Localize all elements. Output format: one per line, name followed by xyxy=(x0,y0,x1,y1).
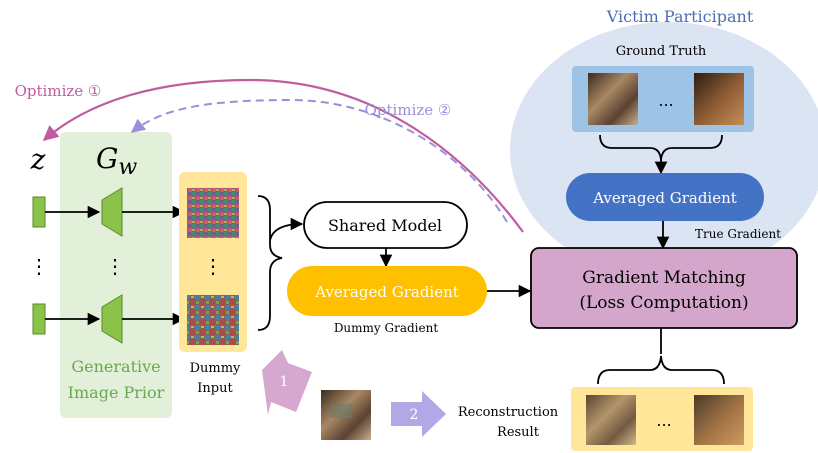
optimize-2-curve xyxy=(130,98,508,223)
ground-truth-image-first xyxy=(588,73,638,125)
ground-truth-ellipsis: ... xyxy=(658,91,673,110)
intermediate-image-detail xyxy=(330,404,352,418)
generative-image-prior-line1: Generative xyxy=(71,357,160,376)
step-1-arrow xyxy=(262,350,312,415)
optimize-1-curve xyxy=(42,78,524,233)
reconstruction-label-line1: Reconstruction xyxy=(458,405,559,420)
dummy-dots: ⋮ xyxy=(203,254,223,278)
victim-participant-title: Victim Participant xyxy=(606,7,754,26)
ground-truth-image-last xyxy=(694,73,744,125)
step-2-label: 2 xyxy=(410,407,419,423)
step-1-label: 1 xyxy=(280,374,289,390)
reconstruction-label-line2: Result xyxy=(497,425,540,440)
generator-dots: ⋮ xyxy=(105,254,125,278)
reconstruction-ellipsis: ... xyxy=(656,411,671,430)
generative-image-prior-line2: Image Prior xyxy=(68,383,165,402)
latent-vector-bottom xyxy=(32,303,46,335)
reconstruction-image-last xyxy=(694,395,744,445)
dummy-input-line2: Input xyxy=(197,381,233,396)
dummy-gradient-caption: Dummy Gradient xyxy=(334,321,439,335)
latent-vector-top xyxy=(32,196,46,228)
reconstruction-brace xyxy=(597,355,725,385)
gradient-matching-line2: (Loss Computation) xyxy=(579,293,748,313)
ground-truth-label: Ground Truth xyxy=(616,44,707,59)
optimize-1-label: Optimize ① xyxy=(15,82,102,100)
true-gradient-label: True Gradient xyxy=(695,227,781,241)
gradient-matching-box xyxy=(530,247,798,329)
shared-model-label: Shared Model xyxy=(328,216,442,235)
dummy-image-top xyxy=(187,188,239,238)
optimize-2-label: Optimize ② xyxy=(365,101,452,119)
arrow-to-shared-model xyxy=(269,217,304,241)
true-averaged-gradient-box xyxy=(566,173,764,221)
generative-image-prior-panel xyxy=(60,132,172,418)
reconstruction-image-first xyxy=(586,395,636,445)
latent-dots: ⋮ xyxy=(29,254,49,278)
dummy-averaged-gradient-label: Averaged Gradient xyxy=(314,283,459,301)
dummy-input-brace xyxy=(257,195,283,331)
generator-block-bottom xyxy=(101,294,123,344)
gradient-matching-line1: Gradient Matching xyxy=(582,268,746,288)
dummy-image-bottom xyxy=(187,295,239,345)
true-averaged-gradient-label: Averaged Gradient xyxy=(592,189,737,207)
generator-g-symbol: Gw xyxy=(96,142,137,180)
dummy-input-line1: Dummy xyxy=(190,361,241,376)
step-2-arrow xyxy=(391,391,446,437)
dummy-averaged-gradient-box xyxy=(287,266,487,316)
generator-block-top xyxy=(101,187,123,237)
latent-z-symbol: z xyxy=(30,143,46,176)
